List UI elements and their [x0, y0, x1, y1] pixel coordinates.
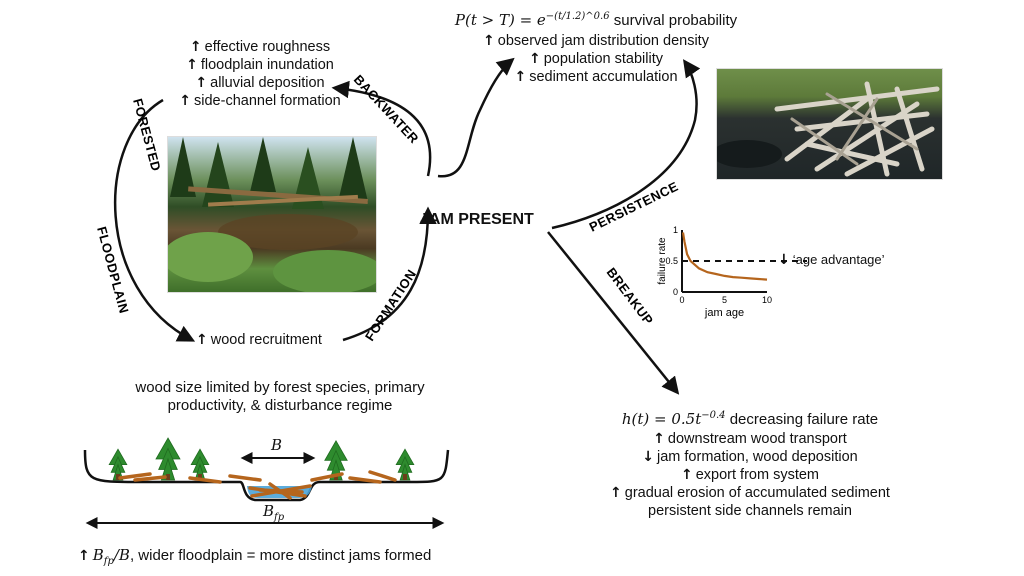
effect-item: ↑observed jam distribution density — [483, 33, 709, 49]
hazard-equation: h(t) = 0.5t−0.4 decreasing failure rate — [621, 410, 879, 428]
floodplain-cross-section — [83, 437, 450, 529]
tree-icon — [190, 448, 210, 481]
effect-item: ↓jam formation, wood deposition — [642, 449, 858, 465]
tree-icon — [155, 437, 181, 481]
failure-curve — [681, 232, 768, 281]
up-arrow-icon: ↑ — [680, 467, 693, 483]
floodplain-arrow — [113, 98, 196, 342]
breakup-arrow — [547, 231, 680, 395]
persistence-block: P(t > T) = e−(t/1.2)^0.6 survival probab… — [436, 6, 756, 86]
persistence-arrow — [551, 59, 701, 230]
age-advantage-label: ↓‘age advantage’ — [778, 252, 885, 268]
b-label: B — [271, 436, 283, 454]
x-tick-label: 0 — [679, 295, 684, 305]
tree-icon — [108, 448, 128, 481]
formation-arrow — [342, 206, 437, 342]
floodplain-note: wood size limited by forest species, pri… — [100, 379, 460, 415]
backwater-arrow — [331, 80, 432, 177]
effect-item: ↑sediment accumulation — [514, 69, 678, 85]
bfp-label: Bfp — [263, 502, 285, 523]
tree-icon — [395, 448, 415, 481]
x-axis-label: jam age — [704, 307, 744, 319]
floodplain-label: FLOODPLAIN — [94, 225, 132, 315]
x-tick-label: 10 — [762, 295, 772, 305]
formation-effect: ↑wood recruitment — [196, 332, 322, 348]
note-line: wood size limited by forest species, pri… — [135, 379, 425, 396]
ratio-math: Bfp/B — [92, 546, 130, 567]
hazard-formula: h(t) = 0.5t−0.4 — [621, 410, 726, 428]
down-arrow-icon: ↓ — [642, 449, 655, 465]
forested-label: FORESTED — [130, 97, 164, 173]
effect-item: ↑floodplain inundation — [186, 57, 334, 73]
bottom-caption: ↑Bfp/B, wider floodplain = more distinct… — [78, 546, 432, 567]
effect-item: ↑alluvial deposition — [195, 75, 325, 91]
note-line: productivity, & disturbance regime — [167, 397, 393, 414]
backwater-effects: ↑effective roughness ↑floodplain inundat… — [160, 38, 360, 110]
effect-item: persistent side channels remain — [648, 503, 852, 519]
up-arrow-icon: ↑ — [610, 485, 622, 501]
effect-item: ↑export from system — [680, 467, 819, 483]
breakup-block: h(t) = 0.5t−0.4 decreasing failure rate … — [560, 406, 940, 520]
logjam-photo — [716, 68, 943, 180]
y-tick-label: 0.5 — [665, 256, 678, 266]
y-tick-label: 0 — [673, 287, 678, 297]
effect-item: ↑side-channel formation — [179, 93, 341, 109]
effect-item: ↑effective roughness — [189, 39, 331, 55]
failure-rate-chart: 0 5 10 0 0.5 1 jam age failure rate — [657, 225, 807, 319]
survival-equation: P(t > T) = e−(t/1.2)^0.6 survival probab… — [454, 11, 738, 29]
y-tick-label: 1 — [673, 225, 678, 235]
y-axis-label: failure rate — [657, 237, 668, 285]
effect-item: ↑downstream wood transport — [653, 431, 847, 447]
effect-item: ↑gradual erosion of accumulated sediment — [610, 485, 890, 501]
x-tick-label: 5 — [722, 295, 727, 305]
jam-present-label: JAM PRESENT — [420, 211, 534, 228]
up-arrow-icon: ↑ — [653, 431, 665, 447]
persistence-up-arrow — [437, 57, 515, 178]
forest-photo — [167, 136, 377, 293]
effect-item: ↑population stability — [528, 51, 664, 67]
